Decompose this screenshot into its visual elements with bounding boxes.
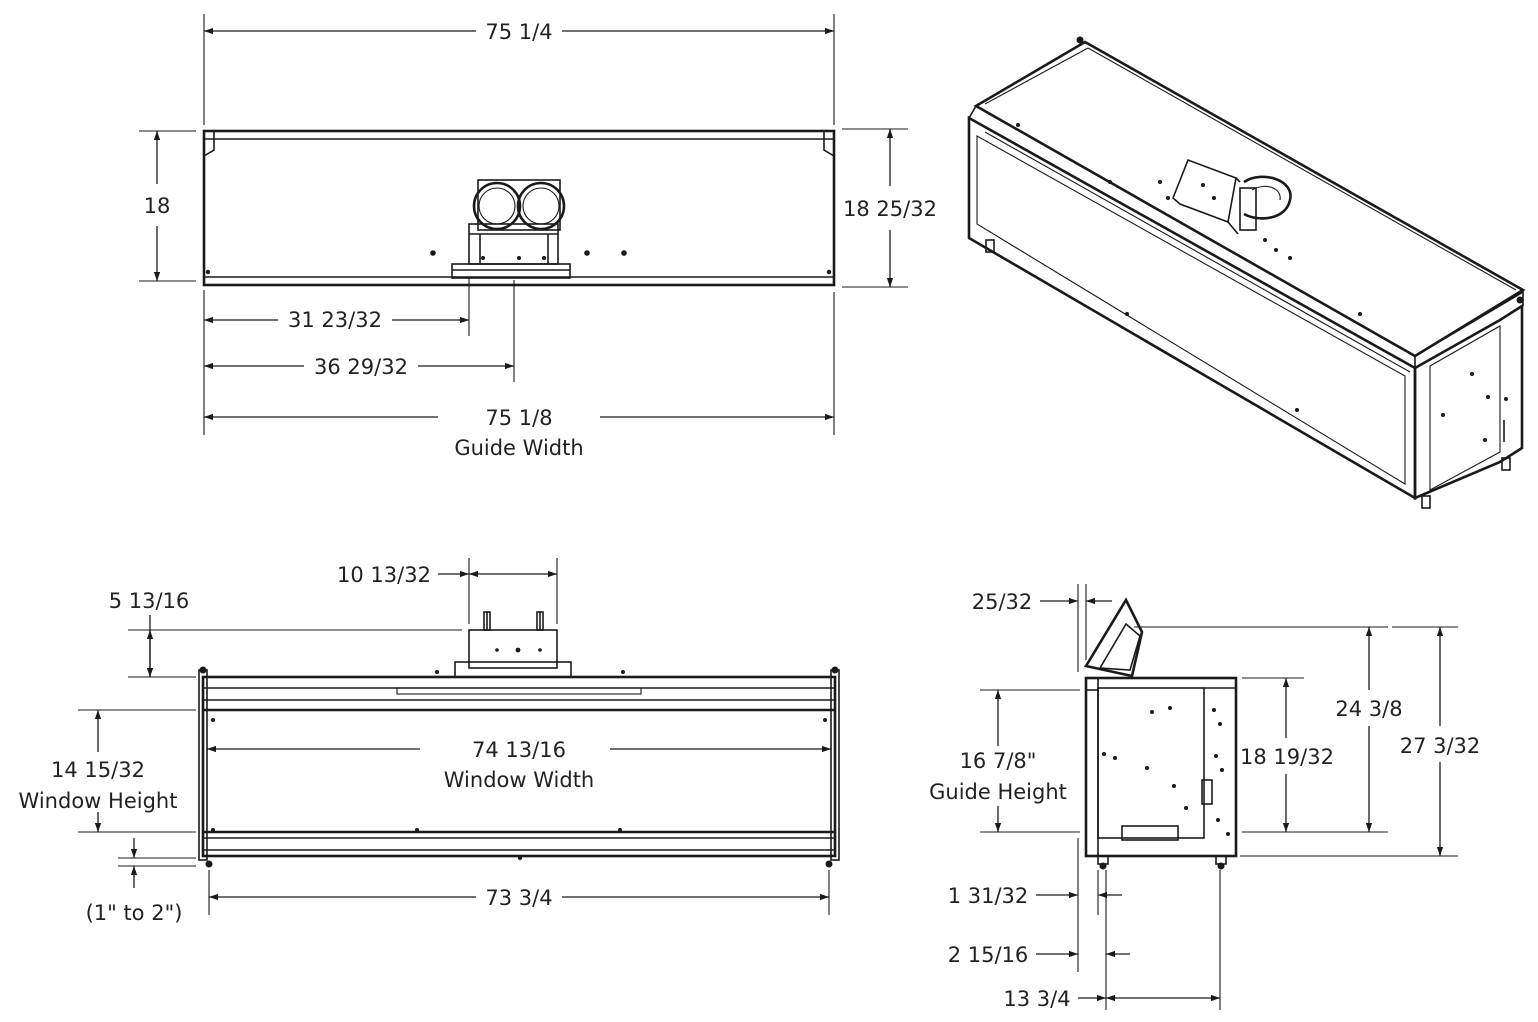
collar-height-label: 5 13/16 — [109, 589, 190, 613]
vent-offset-2-label: 36 29/32 — [314, 355, 408, 379]
guide-height-caption: Guide Height — [929, 780, 1067, 804]
guide-width-caption: Guide Width — [454, 436, 583, 460]
side-view: 25/32 16 7/8" Guide Height 18 19/32 24 3… — [929, 584, 1480, 1011]
front-overall-width-label: 75 1/4 — [485, 20, 552, 44]
height-c-label: 27 3/32 — [1400, 734, 1481, 758]
front-height-right-label: 18 25/32 — [843, 197, 937, 221]
guide-width-value: 75 1/8 — [485, 406, 552, 430]
height-a-label: 18 19/32 — [1240, 745, 1334, 769]
top-offset-label: 25/32 — [972, 590, 1033, 614]
depth-a-label: 1 31/32 — [948, 884, 1029, 908]
window-height-caption: Window Height — [19, 789, 178, 813]
window-height-value: 14 15/32 — [51, 758, 145, 782]
depth-c-label: 13 3/4 — [1003, 987, 1070, 1011]
isometric-view — [967, 36, 1526, 509]
window-width-value: 74 13/16 — [472, 738, 566, 762]
collar-width-label: 10 13/32 — [337, 563, 431, 587]
bottom-view: 10 13/32 5 13/16 14 15/32 Window Height … — [19, 558, 840, 925]
vent-offset-1-label: 31 23/32 — [288, 308, 382, 332]
depth-b-label: 2 15/16 — [948, 943, 1029, 967]
window-width-caption: Window Width — [444, 768, 595, 792]
floor-gap-label: (1" to 2") — [86, 901, 183, 925]
base-width-label: 73 3/4 — [485, 886, 552, 910]
front-height-left-label: 18 — [144, 194, 171, 218]
height-b-label: 24 3/8 — [1335, 697, 1402, 721]
guide-height-value: 16 7/8" — [960, 749, 1037, 773]
front-view: 75 1/4 18 18 25/32 31 23/32 36 29/32 75 … — [139, 14, 937, 460]
